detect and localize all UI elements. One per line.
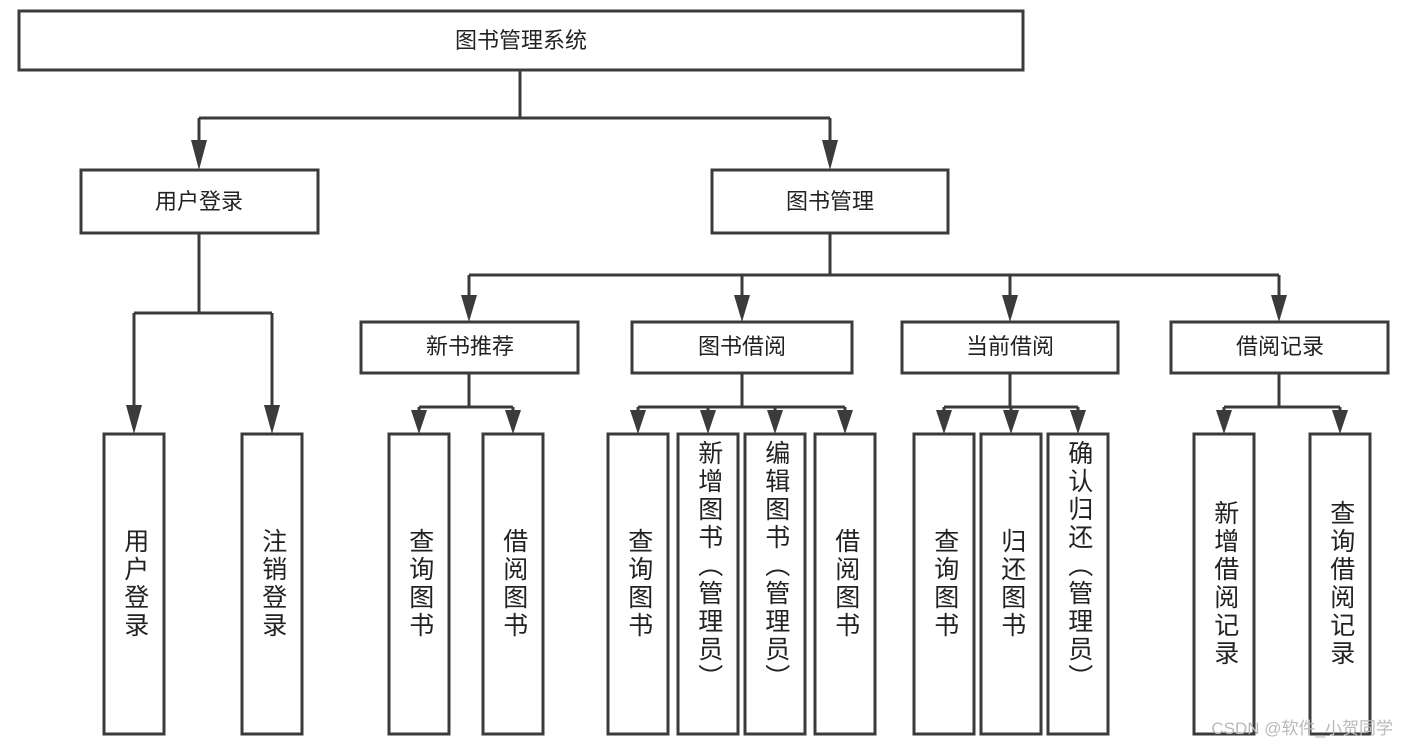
edges-current-borrow-to-leaves [936, 373, 1086, 434]
leaf-box-current-borrow-1[interactable] [912, 432, 976, 736]
arrow-bb-leaf1 [630, 410, 646, 434]
node-user-login[interactable]: 用户登录 [79, 168, 320, 235]
edges-root-to-level1 [191, 70, 838, 170]
arrow-to-book-borrow [734, 295, 750, 322]
leaf-box-book-borrow-3[interactable] [743, 432, 807, 736]
arrow-nb-leaf2 [505, 410, 521, 434]
arrow-to-book-manage [822, 140, 838, 170]
node-root-label: 图书管理系统 [455, 28, 587, 53]
node-root[interactable]: 图书管理系统 [17, 9, 1025, 72]
arrow-br-leaf2 [1332, 410, 1348, 434]
node-current-borrow[interactable]: 当前借阅 [900, 320, 1120, 375]
node-borrow-record-label: 借阅记录 [1236, 334, 1324, 359]
edges-new-book-to-leaves [411, 373, 521, 434]
edges-borrow-record-to-leaves [1216, 373, 1348, 434]
arrow-to-borrow-record [1271, 295, 1287, 322]
leaf-box-current-borrow-2[interactable] [979, 432, 1043, 736]
leaf-box-new-book-2[interactable] [481, 432, 545, 736]
node-user-login-label: 用户登录 [155, 189, 243, 214]
leaf-box-borrow-record-1[interactable] [1192, 432, 1256, 736]
arrow-br-leaf1 [1216, 410, 1232, 434]
edges-user-login-to-leaves [126, 233, 280, 434]
node-book-borrow-box[interactable] [630, 320, 854, 375]
leaf-box-borrow-record-2[interactable] [1308, 432, 1372, 736]
node-current-borrow-label: 当前借阅 [966, 334, 1054, 359]
watermark-text: CSDN @软件_小贺同学 [1211, 719, 1393, 738]
arrow-bb-leaf3 [767, 410, 783, 434]
leaf-box-book-borrow-2[interactable] [676, 432, 740, 736]
node-borrow-record[interactable]: 借阅记录 [1169, 320, 1390, 375]
node-book-borrow-label: 图书借阅 [698, 334, 786, 359]
arrow-to-user-login [191, 140, 207, 170]
node-book-borrow[interactable]: 图书借阅 [630, 320, 854, 375]
leaf-box-new-book-1[interactable] [387, 432, 451, 736]
node-book-manage-label: 图书管理 [786, 189, 874, 214]
node-root-box[interactable] [17, 9, 1025, 72]
arrow-bb-leaf2 [700, 410, 716, 434]
node-borrow-record-box[interactable] [1169, 320, 1390, 375]
arrow-cb-leaf3 [1070, 410, 1086, 434]
node-book-manage[interactable]: 图书管理 [710, 168, 950, 235]
node-user-login-box[interactable] [79, 168, 320, 235]
arrow-ul-leaf2 [264, 405, 280, 434]
node-new-book-recommend[interactable]: 新书推荐 [359, 320, 580, 375]
leaf-box-user-login-2[interactable] [240, 432, 304, 736]
leaf-box-book-borrow-4[interactable] [813, 432, 877, 736]
leaf-box-user-login-1[interactable] [102, 432, 166, 736]
arrow-cb-leaf1 [936, 410, 952, 434]
leaf-box-current-borrow-3[interactable] [1046, 432, 1110, 736]
arrow-nb-leaf1 [411, 410, 427, 434]
edges-book-manage-to-level2 [461, 233, 1287, 322]
arrow-bb-leaf4 [837, 410, 853, 434]
leaf-box-book-borrow-1[interactable] [606, 432, 670, 736]
node-book-manage-box[interactable] [710, 168, 950, 235]
node-new-book-recommend-box[interactable] [359, 320, 580, 375]
node-new-book-recommend-label: 新书推荐 [426, 334, 514, 359]
arrow-ul-leaf1 [126, 405, 142, 434]
leaf-boxes [102, 432, 1372, 736]
arrow-cb-leaf2 [1003, 410, 1019, 434]
arrow-to-new-book [461, 295, 477, 322]
arrow-to-current-borrow [1002, 295, 1018, 322]
edges-book-borrow-to-leaves [630, 373, 853, 434]
node-current-borrow-box[interactable] [900, 320, 1120, 375]
